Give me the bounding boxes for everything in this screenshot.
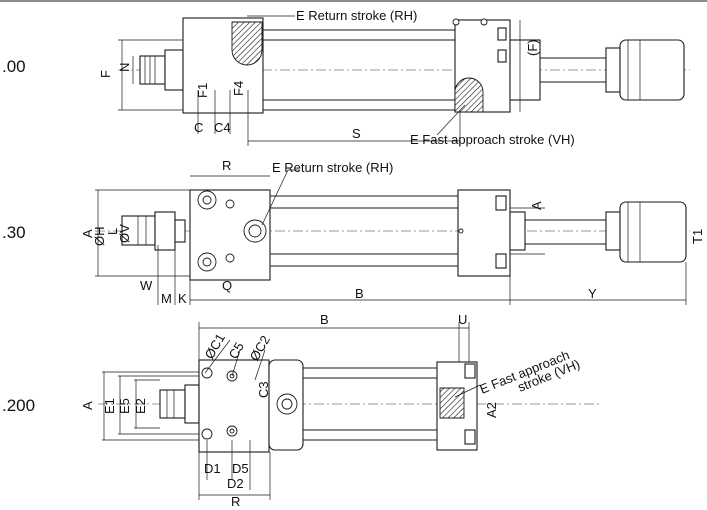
dim-R-200: R: [231, 494, 240, 509]
dim-K: K: [178, 291, 187, 306]
dim-D1: D1: [204, 461, 221, 476]
dim-C5: C5: [226, 340, 247, 362]
dim-N: N: [117, 63, 132, 72]
dim-E1: E1: [102, 398, 117, 414]
label-return-stroke-00: E Return stroke (RH): [296, 8, 417, 23]
dim-Y: Y: [588, 286, 597, 301]
dim-C3: C3: [256, 381, 271, 398]
dim-OC1: ØC1: [202, 331, 228, 362]
dim-A-200: A: [80, 401, 95, 410]
dim-F: F: [98, 70, 113, 78]
dim-S: S: [352, 126, 361, 141]
dim-Q: Q: [222, 278, 232, 293]
variant-label-00: .00: [2, 57, 26, 76]
dim-A-30: A: [80, 229, 95, 238]
dim-B-30: B: [355, 286, 364, 301]
dim-C: C: [194, 120, 203, 135]
dim-D2: D2: [227, 476, 244, 491]
dim-M: M: [161, 291, 172, 306]
dim-F1: F1: [195, 83, 210, 98]
dim-R-30: R: [222, 158, 231, 173]
dim-OC2: ØC2: [247, 333, 273, 364]
variant-label-30: .30: [2, 223, 26, 242]
dim-OV: ØV: [117, 224, 132, 243]
view-200: .200: [2, 312, 600, 509]
dim-U: U: [458, 312, 467, 327]
view-30: .30: [2, 158, 705, 306]
dim-D5: D5: [232, 461, 249, 476]
dim-W: W: [140, 278, 153, 293]
dim-A-30b: A: [529, 201, 544, 210]
dim-B-200: B: [320, 312, 329, 327]
view-00: .00: [2, 8, 690, 147]
dim-F-paren: (F): [525, 39, 540, 56]
dim-T1: T1: [690, 229, 705, 244]
label-fast-approach-00: E Fast approach stroke (VH): [410, 132, 575, 147]
dim-E2: E2: [133, 398, 148, 414]
dim-A2: A2: [484, 402, 499, 418]
dim-OH: ØH: [92, 227, 107, 247]
label-return-stroke-30: E Return stroke (RH): [272, 160, 393, 175]
dim-E5: E5: [117, 398, 132, 414]
dim-C4: C4: [214, 120, 231, 135]
dim-L: L: [105, 228, 120, 235]
dim-F4: F4: [231, 81, 246, 96]
variant-label-200: .200: [2, 396, 35, 415]
